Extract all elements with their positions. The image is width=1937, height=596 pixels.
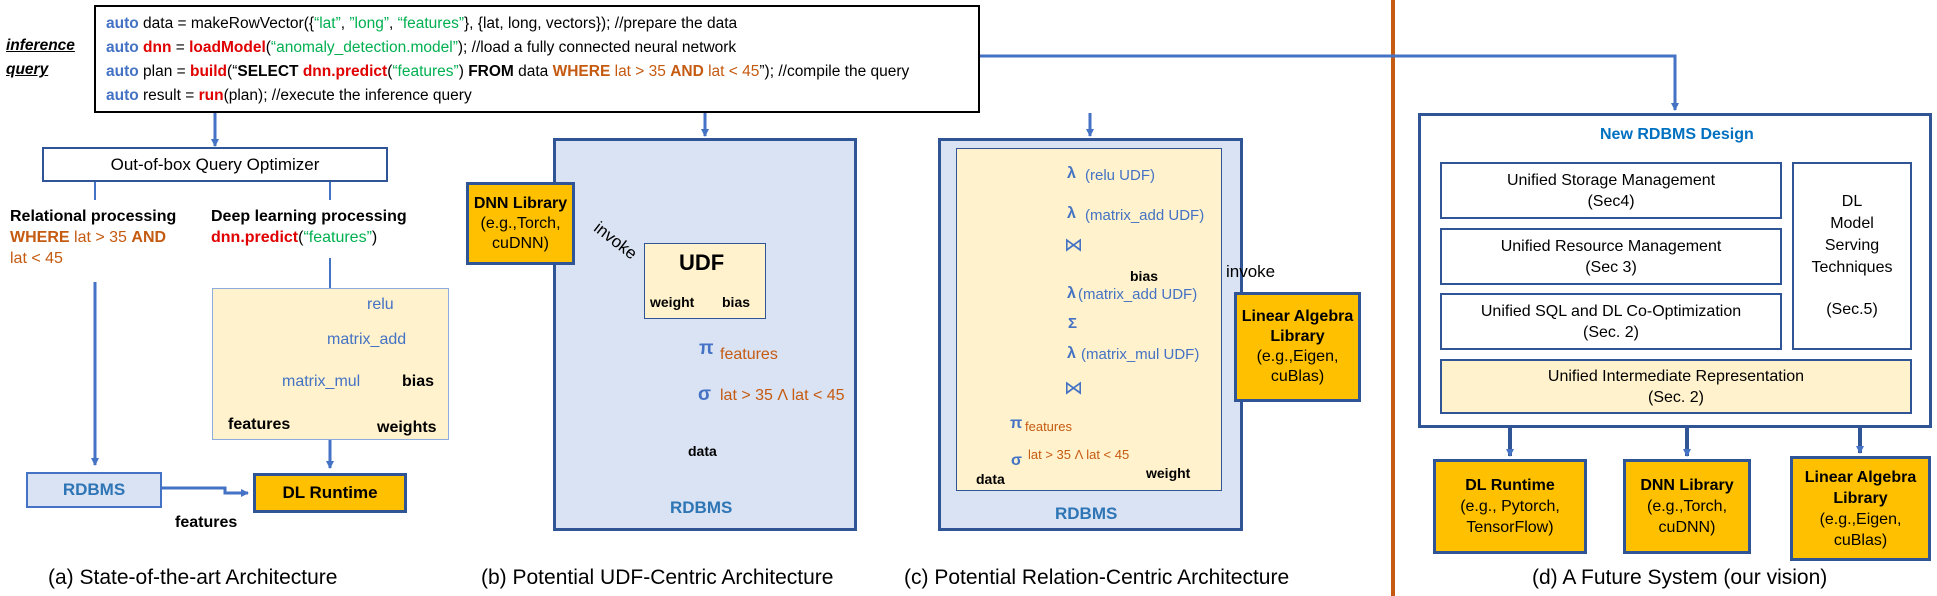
op-matrix-add: matrix_add (327, 331, 407, 348)
model-serving-box: DL Model Serving Techniques (Sec.5) (1792, 162, 1912, 350)
input-weights: weights (377, 419, 437, 436)
relational-processing: Relational processing WHERE lat > 35 AND… (10, 208, 177, 267)
code-line-2: auto dnn = loadModel(“anomaly_detection.… (106, 39, 737, 56)
resource-management-box: Unified Resource Management (Sec 3) (1440, 228, 1782, 285)
data-label-b: data (688, 443, 717, 459)
rdbms-box-a: RDBMS (26, 472, 162, 508)
sql-dl-cooptimization-box: Unified SQL and DL Co-Optimization (Sec.… (1440, 293, 1782, 350)
caption-c: (c) Potential Relation-Centric Architect… (904, 566, 1290, 589)
op-matrix-add-udf-2: (matrix_add UDF) (1078, 286, 1198, 303)
selection-cond-c: lat > 35 Λ lat < 45 (1028, 447, 1130, 462)
input-weight-c: weight (1146, 465, 1191, 481)
input-bias: bias (402, 373, 435, 390)
join-icon-2: ⋈ (1064, 378, 1083, 399)
rdbms-panel-b (553, 138, 857, 531)
op-relu-udf: (relu UDF) (1085, 167, 1155, 184)
arrow-code-to-future-system (980, 54, 1679, 111)
data-label-c: data (976, 471, 1005, 487)
projection-features-b: features (720, 346, 778, 363)
selection-cond-b: lat > 35 Λ lat < 45 (720, 387, 845, 404)
op-relu: relu (367, 296, 394, 313)
op-matrix-add-udf-1: (matrix_add UDF) (1085, 207, 1205, 224)
lambda-icon-matrix-add-1: λ (1067, 205, 1076, 222)
edge-label-features: features (175, 514, 238, 531)
intermediate-representation-box: Unified Intermediate Representation (Sec… (1440, 359, 1912, 414)
query-optimizer-box: Out-of-box Query Optimizer (42, 147, 388, 182)
join-icon-1: ⋈ (1064, 235, 1083, 256)
caption-b: (b) Potential UDF-Centric Architecture (481, 566, 834, 589)
code-line-4: auto result = run(plan); //execute the i… (106, 87, 472, 104)
dnn-library-box-d: DNN Library (e.g.,Torch, cuDNN) (1623, 459, 1751, 554)
selection-icon-c: σ (1011, 452, 1022, 469)
op-matrix-mul: matrix_mul (282, 373, 361, 390)
udf-box (644, 243, 766, 319)
la-library-box-c: Linear Algebra Library (e.g.,Eigen, cuBl… (1234, 292, 1361, 402)
new-rdbms-design-title: New RDBMS Design (1600, 126, 1754, 143)
inference-query-label: inference query (6, 37, 75, 78)
lambda-icon-matrix-add-2: λ (1067, 285, 1076, 302)
rdbms-label-c: RDBMS (1055, 504, 1118, 523)
caption-d: (d) A Future System (our vision) (1532, 566, 1828, 589)
input-bias-c: bias (1130, 268, 1159, 284)
selection-icon-b: σ (698, 384, 711, 405)
lambda-icon-matrix-mul: λ (1067, 345, 1076, 362)
op-matrix-mul-udf: (matrix_mul UDF) (1081, 346, 1200, 363)
dl-model-graph (212, 288, 449, 440)
invoke-label-c: invoke (1226, 262, 1276, 281)
arrow-rdbms-to-dl-runtime (162, 486, 249, 497)
lambda-icon-relu: λ (1067, 165, 1076, 182)
udf-weight: weight (650, 294, 695, 310)
dnn-library-box-b: DNN Library (e.g.,Torch, cuDNN) (466, 182, 575, 265)
projection-icon-c: π (1010, 415, 1023, 432)
deep-learning-processing: Deep learning processing dnn.predict(“fe… (211, 208, 407, 246)
code-line-1: auto data = makeRowVector({“lat”, ”long”… (106, 15, 738, 32)
storage-management-box: Unified Storage Management (Sec4) (1440, 162, 1782, 219)
projection-icon-b: π (699, 338, 714, 359)
projection-features-c: features (1025, 419, 1072, 434)
rdbms-label-b: RDBMS (670, 498, 733, 517)
udf-bias: bias (722, 294, 751, 310)
udf-label: UDF (679, 250, 725, 275)
code-line-3: auto plan = build(“SELECT dnn.predict(“f… (106, 63, 910, 80)
dl-runtime-box-d: DL Runtime (e.g., Pytorch, TensorFlow) (1433, 459, 1587, 554)
code-box: auto data = makeRowVector({“lat”, ”long”… (94, 5, 980, 113)
relation-plan-box (956, 148, 1222, 491)
dl-runtime-box-a: DL Runtime (253, 473, 407, 513)
la-library-box-d: Linear Algebra Library (e.g.,Eigen, cuBl… (1790, 456, 1931, 561)
sum-icon: Σ (1068, 315, 1078, 332)
input-features: features (228, 416, 291, 433)
caption-a: (a) State-of-the-art Architecture (48, 566, 338, 589)
